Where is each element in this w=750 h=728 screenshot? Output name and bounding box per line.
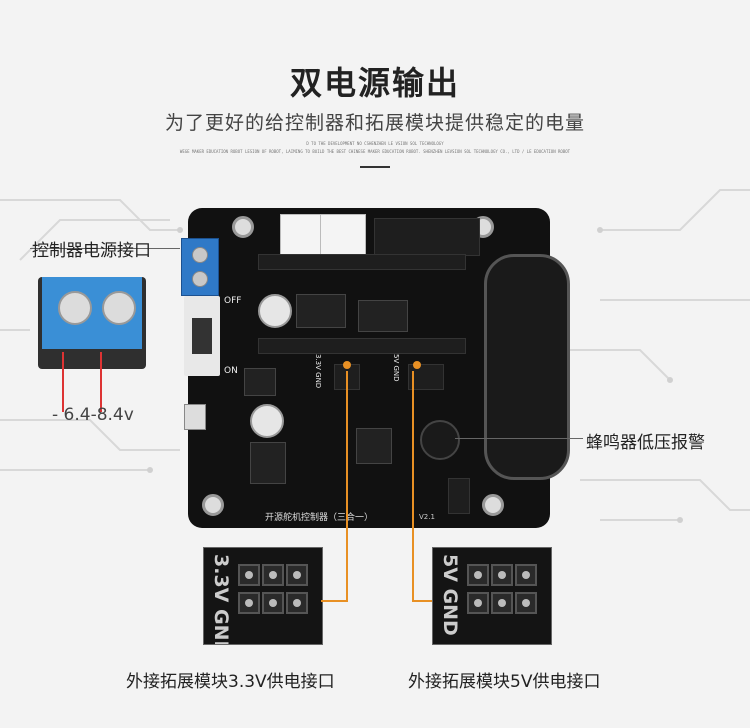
inset-5v-closeup: 5V GND bbox=[432, 547, 552, 645]
callout-line-orange bbox=[412, 600, 432, 602]
switch-off-label: OFF bbox=[224, 296, 242, 306]
inset-pin bbox=[262, 592, 284, 614]
mount-hole bbox=[232, 216, 254, 238]
pin-marker bbox=[343, 361, 351, 369]
header-5v-gnd bbox=[408, 361, 444, 390]
regulator-chip bbox=[244, 368, 276, 396]
switch-knob bbox=[192, 318, 212, 354]
terminal-closeup-photo bbox=[38, 277, 146, 369]
callout-line bbox=[30, 248, 180, 249]
servo-controller-board: OFF ON 3.3V GND 5V GND 开源舵机控制器（三合一） V2.1 bbox=[181, 208, 570, 528]
callout-ext-3v3: 外接拓展模块3.3V供电接口 bbox=[126, 672, 335, 692]
switch-on-label: ON bbox=[224, 366, 238, 376]
servo-pin-header bbox=[374, 218, 480, 256]
callout-line-orange bbox=[412, 371, 414, 601]
inset-pin bbox=[286, 592, 308, 614]
inset-pin bbox=[467, 564, 489, 586]
mount-hole bbox=[202, 494, 224, 516]
callout-line-red bbox=[62, 352, 64, 412]
inset-pin bbox=[286, 564, 308, 586]
inset-pin bbox=[467, 592, 489, 614]
callout-line bbox=[455, 438, 583, 439]
ps2-controller-port bbox=[484, 254, 570, 480]
callout-ext-5v: 外接拓展模块5V供电接口 bbox=[408, 672, 601, 692]
board-version: V2.1 bbox=[419, 513, 435, 521]
capacitor bbox=[250, 404, 284, 438]
page-subtitle: 为了更好的给控制器和拓展模块提供稳定的电量 bbox=[164, 112, 585, 134]
capacitor bbox=[258, 294, 292, 328]
regulator-chip bbox=[356, 428, 392, 464]
header-3v3-label: 3.3V GND bbox=[314, 354, 322, 389]
inset-pin bbox=[262, 564, 284, 586]
ic-chip bbox=[358, 300, 408, 332]
terminal-screw bbox=[192, 271, 208, 287]
inset-pin bbox=[491, 564, 513, 586]
callout-line-red bbox=[100, 352, 102, 412]
ic-chip bbox=[250, 442, 286, 484]
buzzer bbox=[420, 420, 460, 460]
terminal-screw bbox=[192, 247, 208, 263]
callout-power-port: 控制器电源接口 bbox=[32, 241, 151, 261]
mount-hole bbox=[482, 494, 504, 516]
inset-3v3-label: 3.3V GND bbox=[210, 554, 232, 645]
fine-print-line-1: D TO THE DEVELOPMENT NO CSHENZHEN LE VSI… bbox=[306, 141, 444, 146]
callout-line-orange bbox=[321, 600, 348, 602]
inset-5v-label: 5V GND bbox=[439, 554, 461, 636]
ic-chip bbox=[296, 294, 346, 328]
fine-print-line-2: WEGE MAKER EDUCATION ROBOT LESION OF ROB… bbox=[179, 149, 571, 154]
inset-pin bbox=[515, 592, 537, 614]
power-switch[interactable] bbox=[184, 296, 220, 376]
inset-pin bbox=[491, 592, 513, 614]
pin-header bbox=[448, 478, 470, 514]
page-title: 双电源输出 bbox=[289, 64, 460, 102]
inset-pin bbox=[238, 592, 260, 614]
micro-usb-port bbox=[184, 404, 206, 430]
power-terminal-block bbox=[181, 238, 219, 296]
inset-3v3-closeup: 3.3V GND bbox=[203, 547, 323, 645]
pin-header-row bbox=[258, 254, 466, 270]
title-divider bbox=[360, 166, 390, 168]
inset-pin bbox=[238, 564, 260, 586]
callout-buzzer: 蜂鸣器低压报警 bbox=[586, 433, 705, 453]
callout-line-orange bbox=[346, 371, 348, 601]
board-name-label: 开源舵机控制器（三合一） bbox=[265, 513, 374, 523]
callout-voltage-range: - 6.4-8.4v bbox=[52, 405, 134, 425]
inset-pin bbox=[515, 564, 537, 586]
terminal-block-closeup bbox=[42, 277, 142, 349]
terminal-screw bbox=[102, 291, 136, 325]
terminal-screw bbox=[58, 291, 92, 325]
pin-marker bbox=[413, 361, 421, 369]
header-5v-label: 5V GND bbox=[392, 354, 400, 382]
pin-header-row bbox=[258, 338, 466, 354]
